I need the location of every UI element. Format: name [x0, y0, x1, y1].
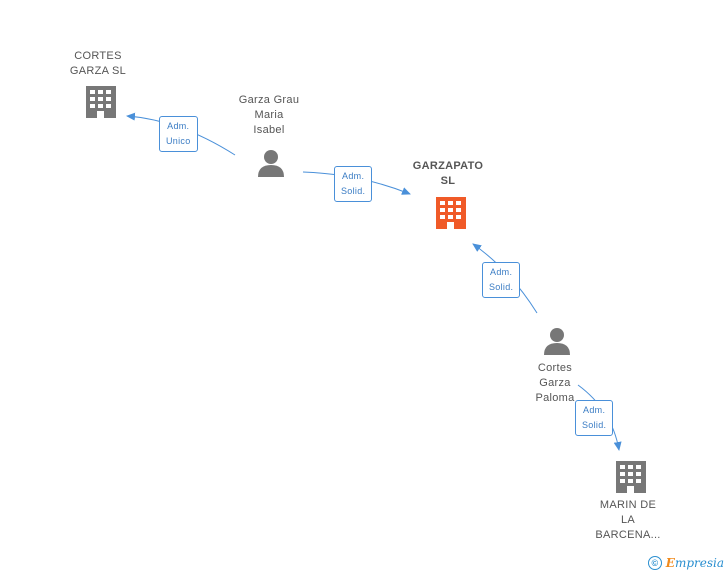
badge-line: Adm.: [490, 267, 513, 277]
copyright-icon: ©: [647, 556, 662, 570]
relation-badge: Adm. Solid.: [575, 400, 614, 436]
label-line: Garza Grau: [238, 94, 300, 106]
label-line: Garza: [539, 377, 571, 389]
node-label-marin-barcena[interactable]: MARIN DE LA BARCENA...: [578, 498, 678, 543]
relation-badge: Adm. Unico: [159, 116, 198, 152]
badge-line: Solid.: [582, 420, 607, 430]
badge-line: Solid.: [489, 282, 514, 292]
badge-line: Adm.: [342, 171, 365, 181]
label-line: GARZA SL: [69, 65, 127, 77]
label-line: GARZAPATO: [412, 160, 484, 172]
label-line: MARIN DE: [599, 499, 657, 511]
building-icon[interactable]: [616, 461, 646, 493]
node-label-cortes-garza-sl[interactable]: CORTES GARZA SL: [48, 49, 148, 79]
relation-badge: Adm. Solid.: [482, 262, 521, 298]
badge-line: Solid.: [341, 186, 366, 196]
brand-e: E: [665, 556, 675, 570]
person-icon[interactable]: [544, 328, 570, 355]
node-label-cortes-garza-paloma[interactable]: Cortes Garza Paloma: [505, 361, 605, 406]
badge-line: Unico: [166, 136, 191, 146]
brand-text: mpresia: [674, 556, 724, 570]
relation-badge: Adm. Solid.: [334, 166, 373, 202]
badge-line: Adm.: [167, 121, 190, 131]
label-line: CORTES: [74, 50, 122, 62]
badge-line: Adm.: [583, 405, 606, 415]
person-icon[interactable]: [258, 150, 284, 177]
building-icon[interactable]: [86, 86, 116, 118]
node-label-garza-grau[interactable]: Garza Grau Maria Isabel: [219, 93, 319, 138]
label-line: Maria: [254, 109, 284, 121]
label-line: SL: [440, 175, 456, 187]
label-line: Isabel: [253, 124, 285, 136]
label-line: Cortes: [537, 362, 573, 374]
label-line: BARCENA...: [595, 529, 661, 541]
label-line: LA: [620, 514, 636, 526]
building-icon-highlight[interactable]: [436, 197, 466, 229]
label-line: Paloma: [535, 392, 575, 404]
node-label-garzapato[interactable]: GARZAPATO SL: [398, 159, 498, 189]
footer-brand[interactable]: © Empresia: [647, 556, 724, 570]
brand-logo[interactable]: Empresia: [666, 556, 724, 570]
